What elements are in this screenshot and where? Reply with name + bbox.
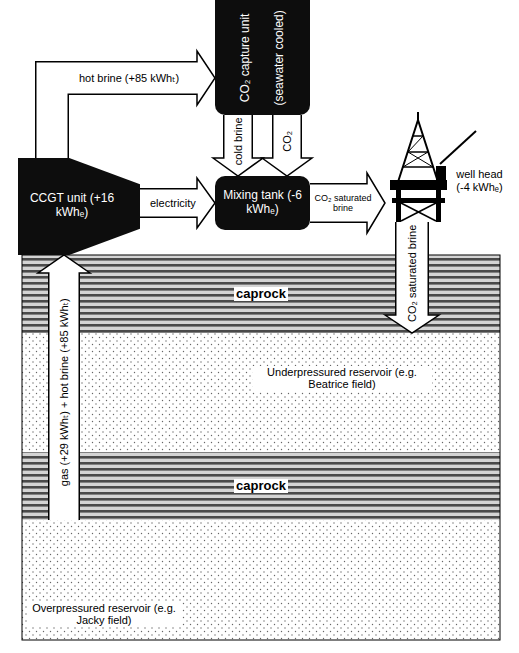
caprock-band: caprock bbox=[22, 255, 500, 333]
hollow-arrow bbox=[385, 222, 439, 333]
node-label: Mixing tank (-6 kWhₑ) bbox=[219, 189, 307, 217]
arrow-head bbox=[197, 178, 215, 228]
node-label: caprock bbox=[234, 287, 288, 302]
node-label: CO₂ capture unit bbox=[239, 14, 253, 103]
turbine-unit: CCGT unit (+16 kWhₑ) bbox=[18, 158, 140, 255]
node-label: caprock bbox=[234, 479, 288, 494]
reservoir-layer bbox=[22, 520, 500, 640]
node-label: well head (-4 kWhₑ) bbox=[447, 168, 512, 193]
process-box: Mixing tank (-6 kWhₑ) bbox=[215, 176, 310, 230]
node-label: (seawater cooled) bbox=[272, 10, 286, 105]
arrow-head bbox=[197, 51, 215, 105]
hollow-arrow bbox=[140, 178, 215, 228]
hollow-arrow bbox=[38, 255, 90, 520]
caprock-layer bbox=[22, 452, 500, 520]
arrow-fill bbox=[52, 78, 199, 158]
arrow-fill bbox=[50, 271, 79, 520]
arrow-label: hot brine (+85 kWhₜ) bbox=[79, 72, 179, 85]
oil-rig bbox=[390, 112, 476, 222]
arrow-label: cold brine bbox=[232, 117, 245, 165]
arrow-label: CO₂ saturated brine bbox=[309, 193, 377, 214]
hollow-arrow bbox=[262, 115, 312, 176]
hollow-arrow bbox=[52, 51, 215, 158]
arrow-head bbox=[367, 173, 385, 233]
arrow-head bbox=[38, 255, 90, 273]
hollow-arrow bbox=[213, 115, 263, 176]
node-label: Underpressured reservoir (e.g. Beatrice … bbox=[253, 366, 432, 391]
reservoir-band: Overpressured reservoir (e.g. Jacky fiel… bbox=[22, 520, 500, 640]
reservoir-layer bbox=[22, 333, 500, 452]
turbine-shape bbox=[18, 158, 140, 255]
well-head: well head (-4 kWhₑ) bbox=[385, 118, 512, 222]
arrow-head bbox=[262, 158, 312, 176]
node-label: CCGT unit (+16 kWhₑ) bbox=[19, 192, 125, 220]
process-box: CO₂ capture unit (seawater cooled) bbox=[215, 0, 310, 115]
arrow-label: CO₂ saturated brine bbox=[406, 224, 419, 321]
hollow-arrow bbox=[310, 173, 385, 233]
arrow-label: CO₂ bbox=[281, 130, 294, 151]
reservoir-band: Underpressured reservoir (e.g. Beatrice … bbox=[22, 333, 500, 452]
arrow-fill bbox=[274, 115, 301, 160]
arrow-label: gas (+29 kWhₜ) + hot brine (+85 kWhₜ) bbox=[58, 298, 71, 486]
caprock-band: caprock bbox=[22, 452, 500, 520]
arrow-fill bbox=[140, 190, 199, 217]
node-label: Overpressured reservoir (e.g. Jacky fiel… bbox=[27, 602, 181, 627]
arrow-label: electricity bbox=[150, 197, 196, 210]
